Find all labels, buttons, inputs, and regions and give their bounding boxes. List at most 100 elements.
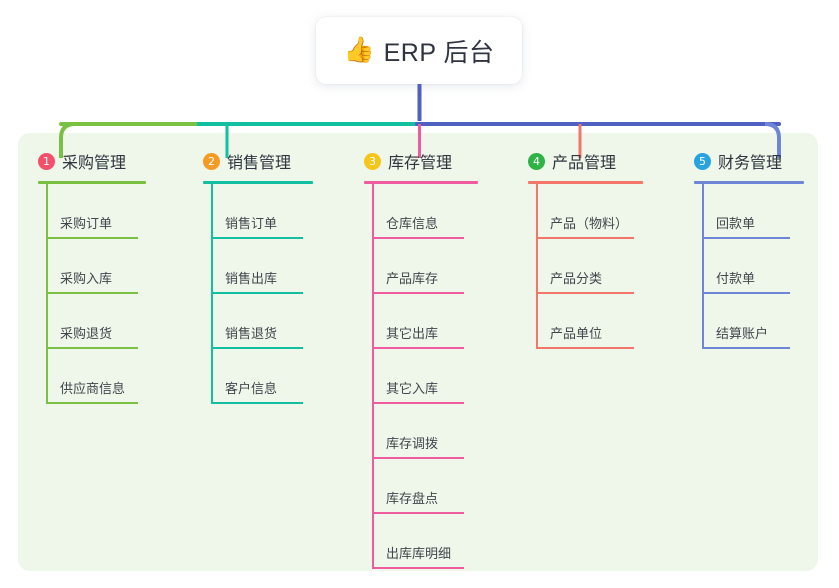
leaf-rule [372,292,464,294]
leaf-label: 库存盘点 [386,491,439,506]
column-header-5[interactable]: 5 财务管理 [694,148,804,174]
column-header-3[interactable]: 3 库存管理 [364,148,478,174]
leaf-stem [372,404,374,459]
leaf-stem [372,459,374,514]
leaf-item[interactable]: 付款单 [694,239,804,294]
leaf-rule [702,347,790,349]
leaf-item[interactable]: 产品库存 [364,239,478,294]
leaf-label: 回款单 [716,216,756,231]
leaf-label: 产品分类 [550,271,603,286]
leaf-rule [372,457,464,459]
leaf-rule [46,292,138,294]
column-rule-3 [364,181,478,184]
column-5: 5 财务管理回款单付款单结算账户 [694,148,804,349]
leaf-item[interactable]: 库存调拨 [364,404,478,459]
leaf-item[interactable]: 采购入库 [38,239,146,294]
root-node-card[interactable]: 👍 ERP 后台 [316,17,522,84]
leaf-item[interactable]: 产品分类 [528,239,643,294]
column-rule-4 [528,181,643,184]
leaf-item[interactable]: 回款单 [694,184,804,239]
leaf-label: 库存调拨 [386,436,439,451]
column-title-2: 销售管理 [227,155,292,172]
leaf-rule [211,347,303,349]
leaf-rule [372,512,464,514]
leaf-stem [702,294,704,349]
column-rule-1 [38,181,146,184]
column-badge-3: 3 [364,152,381,170]
leaf-stem [536,294,538,349]
leaf-stem [536,239,538,294]
leaf-item[interactable]: 仓库信息 [364,184,478,239]
leaf-item[interactable]: 其它出库 [364,294,478,349]
leaf-stem [46,294,48,349]
leaf-label: 产品库存 [386,271,439,286]
leaf-stem [372,239,374,294]
leaf-stem [46,349,48,404]
leaf-item[interactable]: 销售订单 [203,184,313,239]
column-rule-2 [203,181,313,184]
column-badge-4: 4 [528,152,545,170]
column-header-2[interactable]: 2 销售管理 [203,148,313,174]
leaf-label: 销售出库 [225,271,278,286]
leaf-item[interactable]: 采购退货 [38,294,146,349]
leaf-rule [536,237,634,239]
leaf-stem [372,294,374,349]
leaf-item[interactable]: 采购订单 [38,184,146,239]
leaf-stem [372,349,374,404]
leaf-label: 产品单位 [550,326,603,341]
leaf-rule [536,347,634,349]
leaf-stem [372,184,374,239]
diagram-panel [18,133,818,571]
leaf-rule [211,237,303,239]
leaf-item[interactable]: 库存盘点 [364,459,478,514]
leaf-stem [211,239,213,294]
column-badge-5: 5 [694,152,711,170]
leaf-label: 采购订单 [60,216,113,231]
leaf-rule [372,347,464,349]
root-node-label: ERP 后台 [383,38,495,67]
leaf-label: 销售订单 [225,216,278,231]
leaf-label: 产品（物料） [550,216,629,231]
leaf-stem [46,239,48,294]
leaf-item[interactable]: 结算账户 [694,294,804,349]
column-title-5: 财务管理 [718,155,783,172]
leaf-stem [702,239,704,294]
leaf-item[interactable]: 产品单位 [528,294,643,349]
leaf-item[interactable]: 供应商信息 [38,349,146,404]
leaf-stem [211,184,213,239]
leaf-rule [372,567,464,569]
leaf-label: 采购入库 [60,271,113,286]
leaf-label: 客户信息 [225,381,278,396]
thumbs-up-icon: 👍 [343,36,375,64]
leaf-item[interactable]: 销售出库 [203,239,313,294]
leaf-rule [46,347,138,349]
leaf-rule [211,292,303,294]
leaf-label: 结算账户 [716,326,769,341]
leaf-stem [211,294,213,349]
leaf-label: 付款单 [716,271,756,286]
leaf-item[interactable]: 产品（物料） [528,184,643,239]
leaf-label: 仓库信息 [386,216,439,231]
leaf-item[interactable]: 客户信息 [203,349,313,404]
leaf-label: 采购退货 [60,326,113,341]
leaf-item[interactable]: 出库库明细 [364,514,478,569]
leaf-label: 供应商信息 [60,381,126,396]
leaf-rule [536,292,634,294]
leaf-item[interactable]: 其它入库 [364,349,478,404]
column-badge-2: 2 [203,152,220,170]
leaf-stem [536,184,538,239]
leaf-rule [702,292,790,294]
leaf-label: 出库库明细 [386,546,452,561]
column-title-3: 库存管理 [388,155,453,172]
leaf-rule [46,237,138,239]
leaf-stem [211,349,213,404]
column-rule-5 [694,181,804,184]
column-badge-1: 1 [38,152,55,170]
leaf-label: 销售退货 [225,326,278,341]
leaf-item[interactable]: 销售退货 [203,294,313,349]
leaf-rule [372,402,464,404]
